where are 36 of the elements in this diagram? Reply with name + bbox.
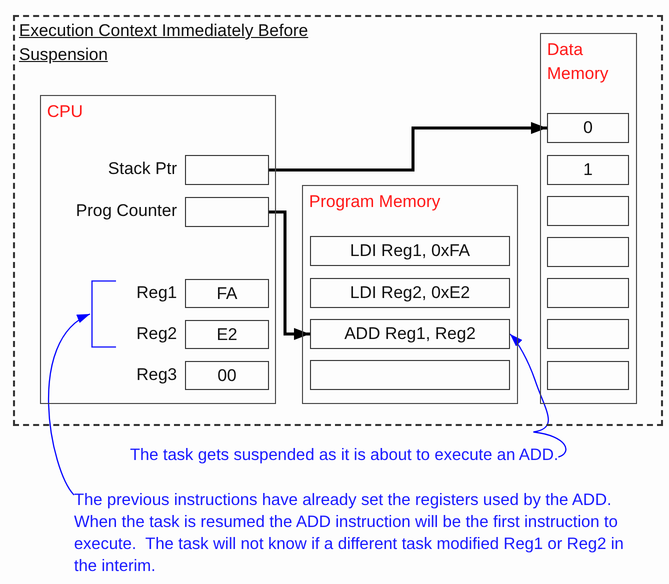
arrow xyxy=(269,210,310,340)
panel-heading: Data Memory xyxy=(547,39,610,85)
arrow xyxy=(269,122,547,172)
empty-cell xyxy=(547,278,629,308)
register-label: Prog Counter xyxy=(74,200,177,222)
empty-cell xyxy=(310,360,510,390)
register-label: Reg3 xyxy=(135,364,177,386)
memory-cell: ADD Reg1, Reg2 xyxy=(310,319,510,349)
memory-cell: E2 xyxy=(185,320,269,349)
memory-cell: LDI Reg1, 0xFA xyxy=(310,236,510,266)
panel-heading: Execution Context Immediately Before Suspension xyxy=(19,20,310,66)
leader-line xyxy=(48,313,90,496)
empty-cell xyxy=(185,155,269,185)
empty-cell xyxy=(185,197,269,227)
memory-panel xyxy=(302,185,518,404)
memory-cell: 0 xyxy=(547,113,629,143)
note-text: The task gets suspended as it is about to execute an ADD. xyxy=(130,444,558,470)
register-label: Stack Ptr xyxy=(107,158,177,180)
register-label: Reg2 xyxy=(135,323,177,345)
note-text: The previous instructions have already set the registers used by the ADD. When the task is resumed the ADD instruction will be the first instruction to execute. The task will not know if a different task modified Reg1 or Reg2 in the interim. xyxy=(74,489,634,581)
empty-cell xyxy=(547,196,629,226)
register-label: Reg1 xyxy=(135,282,177,304)
empty-cell xyxy=(547,319,629,349)
empty-cell xyxy=(547,361,629,390)
memory-cell: 00 xyxy=(185,361,269,390)
panel-heading: Program Memory xyxy=(309,191,442,213)
leader-line xyxy=(510,334,566,458)
memory-cell: 1 xyxy=(547,155,629,185)
empty-cell xyxy=(547,237,629,267)
memory-panel xyxy=(540,33,637,404)
memory-cell: FA xyxy=(185,279,269,308)
context-frame xyxy=(13,15,663,426)
panel-heading: CPU xyxy=(47,101,84,123)
memory-panel xyxy=(40,95,276,404)
bracket xyxy=(90,280,116,348)
memory-cell: LDI Reg2, 0xE2 xyxy=(310,278,510,308)
